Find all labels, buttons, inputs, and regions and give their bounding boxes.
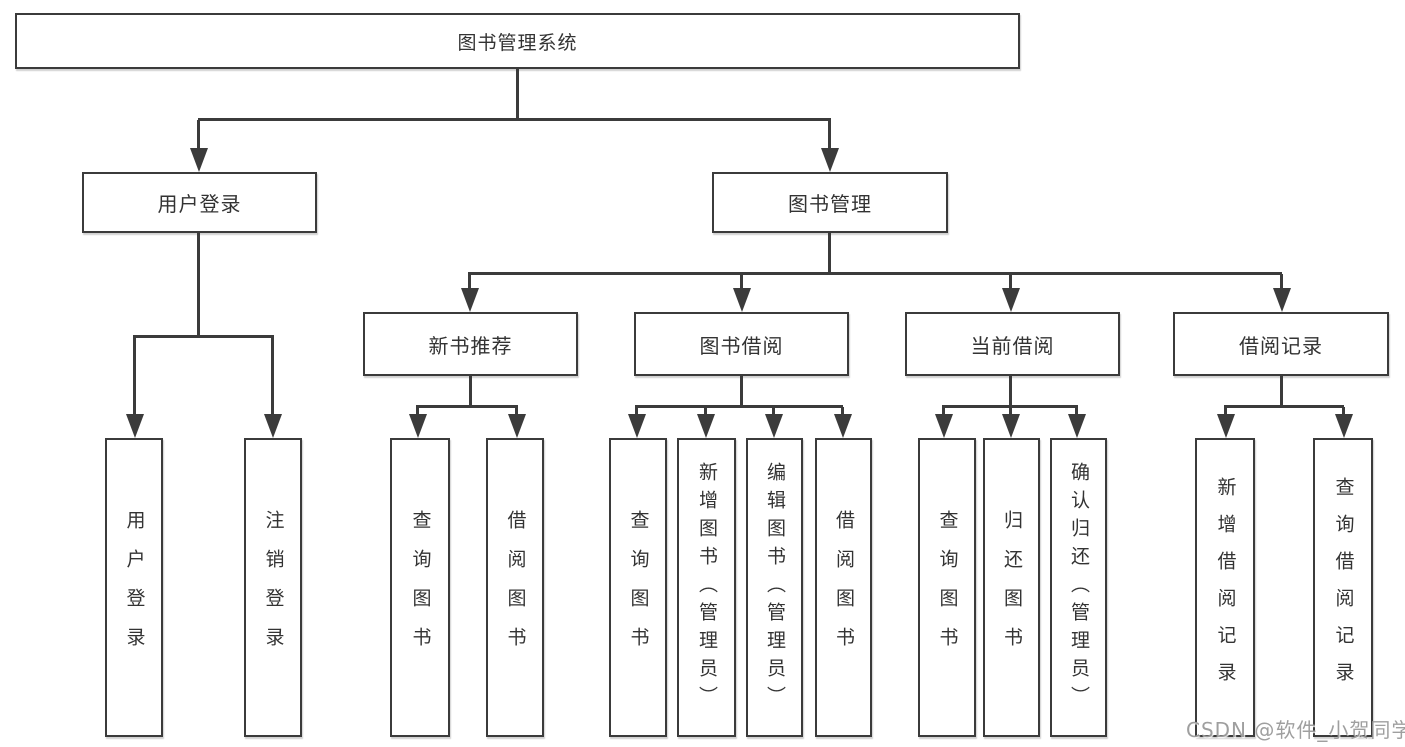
leaf-bb-add-books-admin: 新增图书（管理员） xyxy=(677,438,736,737)
connector-line xyxy=(1009,274,1012,290)
leaf-br-query-record-label: 查询借阅记录 xyxy=(1332,476,1355,699)
arrow-down-icon xyxy=(1002,414,1020,438)
leaf-cb-confirm-return-admin-label: 确认归还（管理员） xyxy=(1068,461,1090,714)
node-current-borrow-label: 当前借阅 xyxy=(970,333,1055,358)
leaf-logout-label: 注销登录 xyxy=(262,509,285,666)
connector-line xyxy=(468,272,1282,275)
arrow-down-icon xyxy=(697,414,715,438)
arrow-down-icon xyxy=(126,414,144,438)
arrow-down-icon xyxy=(461,288,479,312)
leaf-cb-return-books-label: 归还图书 xyxy=(1001,509,1023,666)
leaf-user-login: 用户登录 xyxy=(105,438,163,737)
connector-line xyxy=(772,407,775,416)
connector-line xyxy=(942,407,945,416)
connector-line xyxy=(416,407,419,416)
arrow-down-icon xyxy=(508,414,526,438)
leaf-bb-query-books-label: 查询图书 xyxy=(627,509,650,666)
connector-line xyxy=(828,120,831,150)
connector-line xyxy=(1075,407,1078,416)
leaf-br-query-record: 查询借阅记录 xyxy=(1313,438,1373,737)
connector-line xyxy=(1342,407,1345,416)
connector-line xyxy=(271,337,274,416)
leaf-cb-confirm-return-admin: 确认归还（管理员） xyxy=(1050,438,1107,737)
connector-line xyxy=(1009,407,1012,416)
connector-line xyxy=(942,405,1078,408)
connector-line xyxy=(1280,376,1283,407)
node-root: 图书管理系统 xyxy=(15,13,1020,69)
connector-line xyxy=(841,407,844,416)
node-borrow-records-label: 借阅记录 xyxy=(1239,333,1323,358)
connector-line xyxy=(133,335,274,338)
leaf-cb-query-books-label: 查询图书 xyxy=(936,509,959,666)
node-book-management: 图书管理 xyxy=(712,172,948,233)
connector-line xyxy=(416,405,518,408)
leaf-nb-borrow-books: 借阅图书 xyxy=(486,438,544,737)
arrow-down-icon xyxy=(1273,288,1291,312)
connector-line xyxy=(740,274,743,290)
node-user-login-label: 用户登录 xyxy=(157,192,242,216)
arrow-down-icon xyxy=(935,414,953,438)
connector-line xyxy=(1224,405,1344,408)
arrow-down-icon xyxy=(1217,414,1235,438)
connector-line xyxy=(133,337,136,416)
leaf-user-login-label: 用户登录 xyxy=(123,509,146,666)
connector-line xyxy=(469,376,472,407)
connector-line xyxy=(1009,376,1012,407)
arrow-down-icon xyxy=(834,414,852,438)
connector-line xyxy=(515,407,518,416)
connector-line xyxy=(635,405,843,408)
arrow-down-icon xyxy=(821,148,839,172)
connector-line xyxy=(197,120,200,150)
leaf-bb-edit-books-admin-label: 编辑图书（管理员） xyxy=(764,461,786,714)
arrow-down-icon xyxy=(1002,288,1020,312)
node-user-login: 用户登录 xyxy=(82,172,317,233)
node-new-book-recommend-label: 新书推荐 xyxy=(428,333,513,358)
arrow-down-icon xyxy=(765,414,783,438)
connector-line xyxy=(704,407,707,416)
arrow-down-icon xyxy=(1335,414,1353,438)
leaf-br-add-record: 新增借阅记录 xyxy=(1195,438,1255,737)
connector-line xyxy=(468,274,471,290)
arrow-down-icon xyxy=(628,414,646,438)
node-new-book-recommend: 新书推荐 xyxy=(363,312,578,376)
leaf-cb-query-books: 查询图书 xyxy=(918,438,976,737)
node-book-borrow-label: 图书借阅 xyxy=(699,333,784,358)
leaf-logout: 注销登录 xyxy=(244,438,302,737)
arrow-down-icon xyxy=(190,148,208,172)
arrow-down-icon xyxy=(409,414,427,438)
connector-line xyxy=(516,69,519,120)
leaf-br-add-record-label: 新增借阅记录 xyxy=(1214,476,1237,699)
leaf-bb-add-books-admin-label: 新增图书（管理员） xyxy=(696,461,718,714)
node-book-management-label: 图书管理 xyxy=(788,192,872,216)
leaf-bb-borrow-books-label: 借阅图书 xyxy=(833,509,855,666)
leaf-cb-return-books: 归还图书 xyxy=(983,438,1040,737)
connector-line xyxy=(1224,407,1227,416)
node-borrow-records: 借阅记录 xyxy=(1173,312,1389,376)
connector-line xyxy=(635,407,638,416)
connector-line xyxy=(198,118,831,121)
arrow-down-icon xyxy=(264,414,282,438)
connector-line xyxy=(1280,274,1283,290)
csdn-watermark: CSDN @软件_小贺同学 xyxy=(1186,718,1405,742)
leaf-nb-query-books: 查询图书 xyxy=(390,438,450,737)
leaf-nb-query-books-label: 查询图书 xyxy=(409,509,432,666)
node-book-borrow: 图书借阅 xyxy=(634,312,849,376)
connector-line xyxy=(197,233,200,337)
node-current-borrow: 当前借阅 xyxy=(905,312,1120,376)
arrow-down-icon xyxy=(1068,414,1086,438)
connector-line xyxy=(740,376,743,407)
connector-line xyxy=(828,233,831,274)
leaf-bb-edit-books-admin: 编辑图书（管理员） xyxy=(746,438,803,737)
leaf-bb-query-books: 查询图书 xyxy=(609,438,667,737)
node-root-label: 图书管理系统 xyxy=(457,31,578,54)
leaf-bb-borrow-books: 借阅图书 xyxy=(815,438,872,737)
leaf-nb-borrow-books-label: 借阅图书 xyxy=(504,509,527,666)
arrow-down-icon xyxy=(733,288,751,312)
